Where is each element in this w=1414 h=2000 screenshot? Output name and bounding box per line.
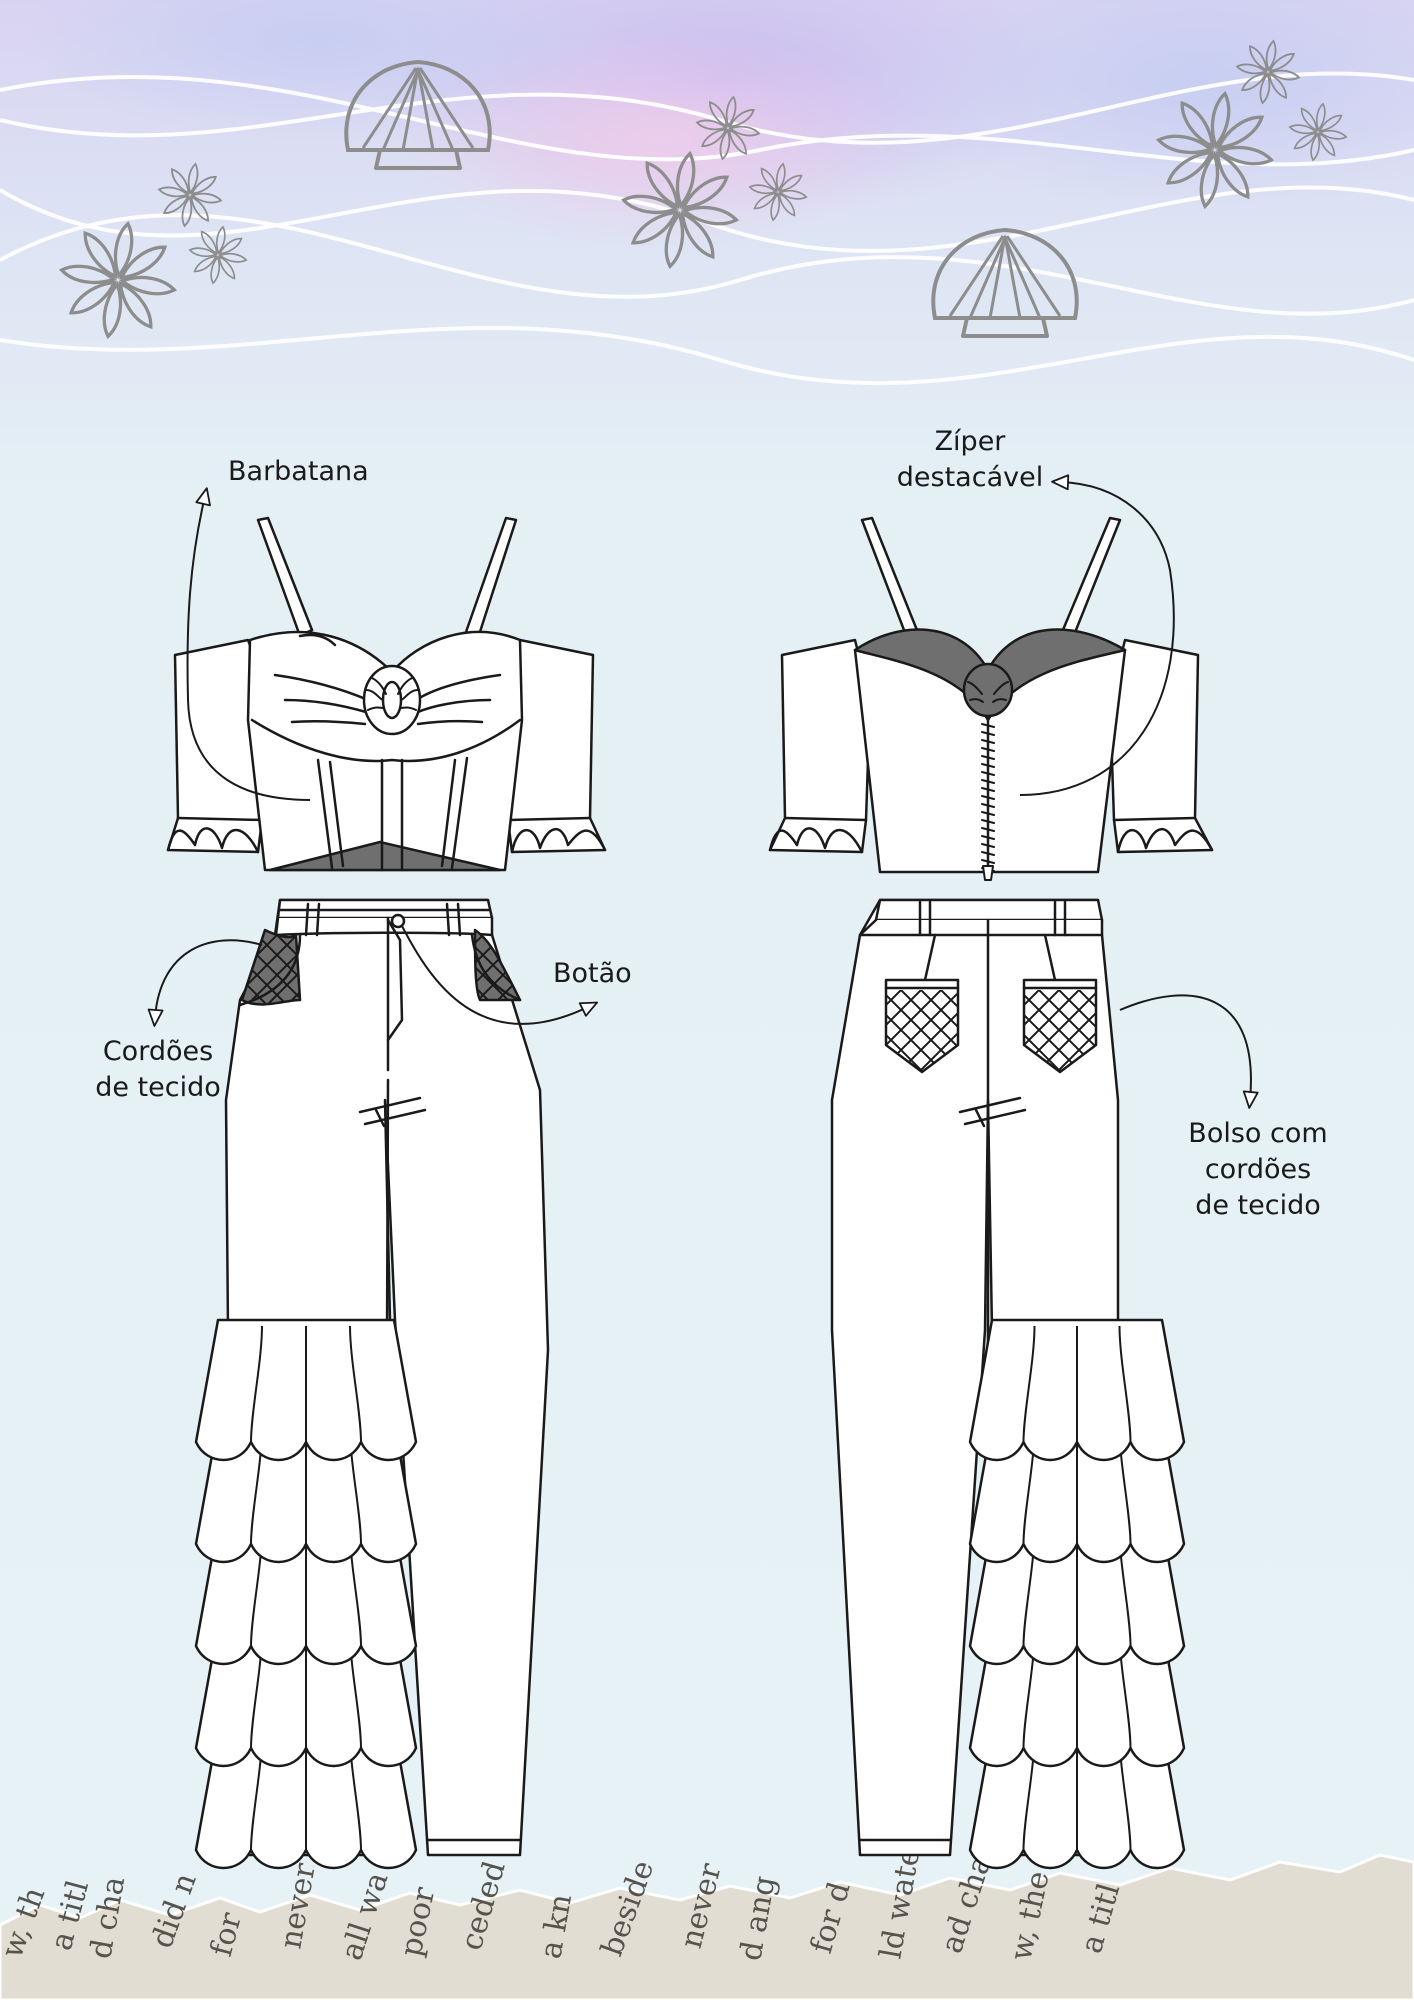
flower-icon xyxy=(1235,39,1301,105)
zipper-pull-icon xyxy=(982,865,994,881)
flower-icon xyxy=(1288,102,1348,162)
back-ruffles xyxy=(968,1318,1186,1870)
button-icon xyxy=(390,913,406,929)
newsprint-strip xyxy=(0,1853,1414,2000)
back-top xyxy=(768,516,1214,881)
label-ziper-destacavel: Zíper destacável xyxy=(896,426,1044,493)
arrow-cordoes xyxy=(147,939,263,1027)
flower-icon xyxy=(58,220,178,340)
arrow-botao xyxy=(401,925,599,1025)
label-cordoes-de-tecido: Cordões de tecido xyxy=(95,1036,221,1103)
arrow-ziper xyxy=(1019,474,1175,796)
flower-icon xyxy=(1155,90,1275,210)
label-barbatana: Barbatana xyxy=(228,456,369,487)
flower-icon xyxy=(748,162,808,222)
label-botao: Botão xyxy=(553,958,632,989)
arrow-bolso xyxy=(1119,994,1259,1109)
arrow-barbatana xyxy=(186,487,311,801)
flower-icon xyxy=(620,150,740,270)
annotation-arrows xyxy=(147,474,1259,1109)
flower-decorations xyxy=(58,39,1348,340)
flower-icon xyxy=(695,95,761,161)
flower-icon xyxy=(157,162,223,228)
flower-icon xyxy=(188,225,248,285)
label-bolso-com-cordoes: Bolso com cordões de tecido xyxy=(1188,1118,1328,1221)
front-top xyxy=(166,516,607,872)
front-ruffles xyxy=(194,1318,418,1870)
